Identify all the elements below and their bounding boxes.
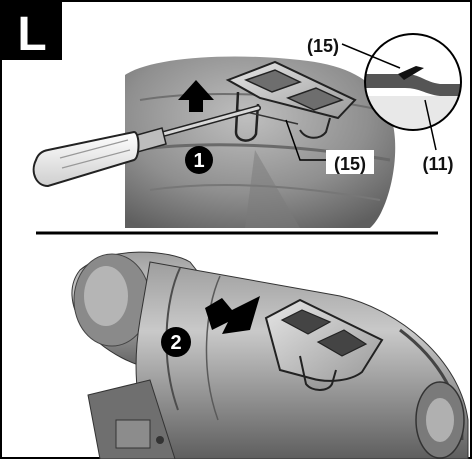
belt-clip-attached: [264, 298, 384, 391]
step-2-badge: 2: [161, 327, 191, 357]
bottom-panel: 2: [71, 251, 469, 459]
lift-up-arrow-icon: [178, 80, 214, 112]
step-2-number: 2: [170, 332, 181, 354]
inset-label-housing: (11): [422, 154, 453, 174]
step-1-badge: 1: [185, 146, 213, 174]
figure-letter-badge: L: [2, 2, 62, 61]
belt-clip: [225, 60, 357, 142]
step-1-number: 1: [193, 150, 204, 172]
clip-label: (15): [334, 154, 366, 174]
inset-label-clip: (15): [307, 36, 339, 56]
clip-callout: (15): [285, 119, 374, 174]
figure-letter: L: [17, 8, 46, 61]
push-right-arrow-icon: [205, 296, 260, 334]
drill-handle-base: [87, 379, 176, 459]
screwdriver: [32, 105, 261, 188]
top-panel: 1 (15) (15) (11): [32, 33, 462, 228]
